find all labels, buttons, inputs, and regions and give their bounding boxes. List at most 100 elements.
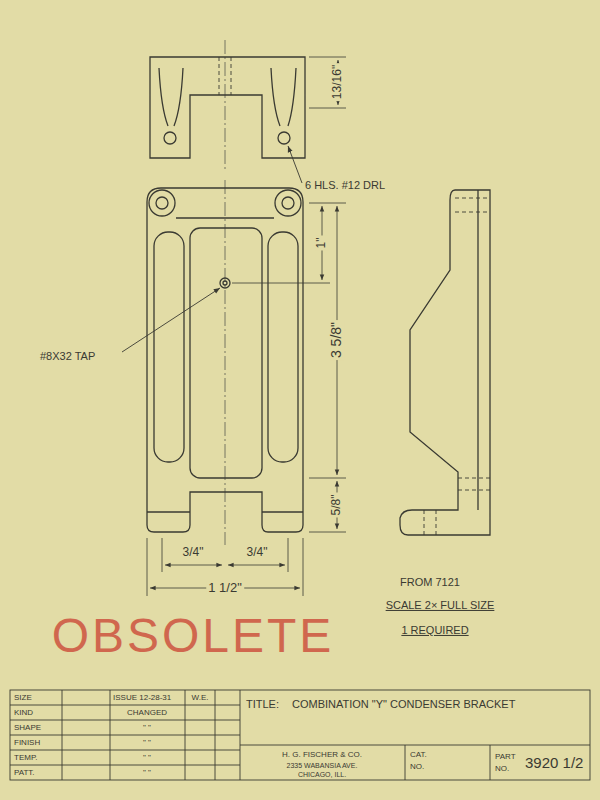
leader-line [288,146,302,183]
drawing-title: COMBINATION "Y" CONDENSER BRACKET [292,698,515,710]
top-view [150,57,305,158]
company-address: CHICAGO, ILL. [298,771,346,779]
dimension-lines [228,565,285,566]
side-view [400,190,490,535]
side-view [424,510,425,535]
front-view [220,278,230,288]
note-label: 1 REQUIRED [401,624,468,636]
front-view [190,228,262,478]
title-block-label: TITLE: [246,698,279,710]
front-view [282,197,294,209]
obsolete-stamp: OBSOLETE [52,610,335,663]
ditto-mark: " " [143,768,151,777]
side-view [458,490,490,491]
front-view [147,188,303,532]
dimension-lines [309,478,346,479]
centerline [225,40,226,545]
top-view [164,132,176,144]
dimension-label: 1" [315,236,328,251]
side-view [455,198,490,199]
front-view [147,188,303,532]
dimension-lines [232,283,330,284]
title-block [10,690,590,780]
front-view [268,232,298,462]
side-view [477,190,478,510]
front-view [156,197,168,209]
dimension-lines [147,538,148,596]
title-block [405,745,406,780]
note-label: SCALE 2× FULL SIZE [386,599,495,611]
dimension-label: 5/8" [330,493,343,518]
leader-line [122,288,220,352]
side-view [424,198,490,535]
side-view [436,510,437,535]
title-block-label: NO. [495,765,509,774]
side-view [458,478,490,479]
dimension-lines [309,203,346,204]
dimension-label: 3 5/8" [329,320,344,360]
dimension-lines [162,538,163,572]
side-view [400,190,490,535]
title-block [185,690,186,780]
title-block [110,690,111,780]
centerline [225,180,226,545]
front-view [149,190,175,216]
title-block-label: CAT. [410,751,427,760]
front-view [176,217,274,218]
side-view [455,212,490,213]
dimension-lines [147,57,346,596]
title-block [490,745,491,780]
dimension-lines [165,565,222,566]
title-block-label: PATT. [14,768,35,777]
title-block [10,750,240,751]
dimension-lines [309,57,346,58]
title-block-label: CHANGED [127,708,167,717]
title-block-label: TEMP. [14,753,37,762]
initials: W.E. [192,693,209,702]
title-block [10,720,240,721]
dimension-lines [303,538,304,596]
company-address: 2335 WABANSIA AVE. [287,762,358,770]
title-block [10,690,590,780]
top-view [219,57,231,95]
title-block [240,690,241,780]
dimension-lines [288,538,289,572]
title-block [62,690,63,780]
note-label: FROM 7121 [400,576,460,588]
centerline [225,40,226,172]
top-view [219,57,220,95]
dimension-lines [309,532,346,533]
top-view [231,57,232,95]
dimension-label: 3/4" [245,546,270,559]
title-block-label: FINISH [14,738,40,747]
note-label: 6 HLS. #12 DRL [305,179,385,191]
title-block-label: SHAPE [14,723,41,732]
part-number: 3920 1/2 [525,755,583,772]
note-label: #8X32 TAP [40,350,95,362]
issue-date: ISSUE 12-28-31 [113,693,171,702]
title-block [240,745,590,746]
front-view [275,190,301,216]
top-view [174,68,183,126]
top-view [150,57,305,158]
title-block [10,735,240,736]
title-block-label: SIZE [14,693,32,702]
title-block [215,690,216,780]
dimension-label: 1 1/2" [206,581,244,595]
top-view [271,68,280,126]
title-block [10,705,240,706]
title-block [10,765,240,766]
top-view [159,68,168,126]
top-view [288,68,296,126]
leader-line [122,146,302,352]
company-name: H. G. FISCHER & CO. [282,751,362,760]
title-block-label: PART [495,753,516,762]
top-view [278,132,290,144]
front-view [223,281,227,285]
dimension-label: 13/16" [331,63,344,101]
ditto-mark: " " [143,738,151,747]
ditto-mark: " " [143,753,151,762]
dimension-label: 3/4" [181,546,206,559]
ditto-mark: " " [143,723,151,732]
